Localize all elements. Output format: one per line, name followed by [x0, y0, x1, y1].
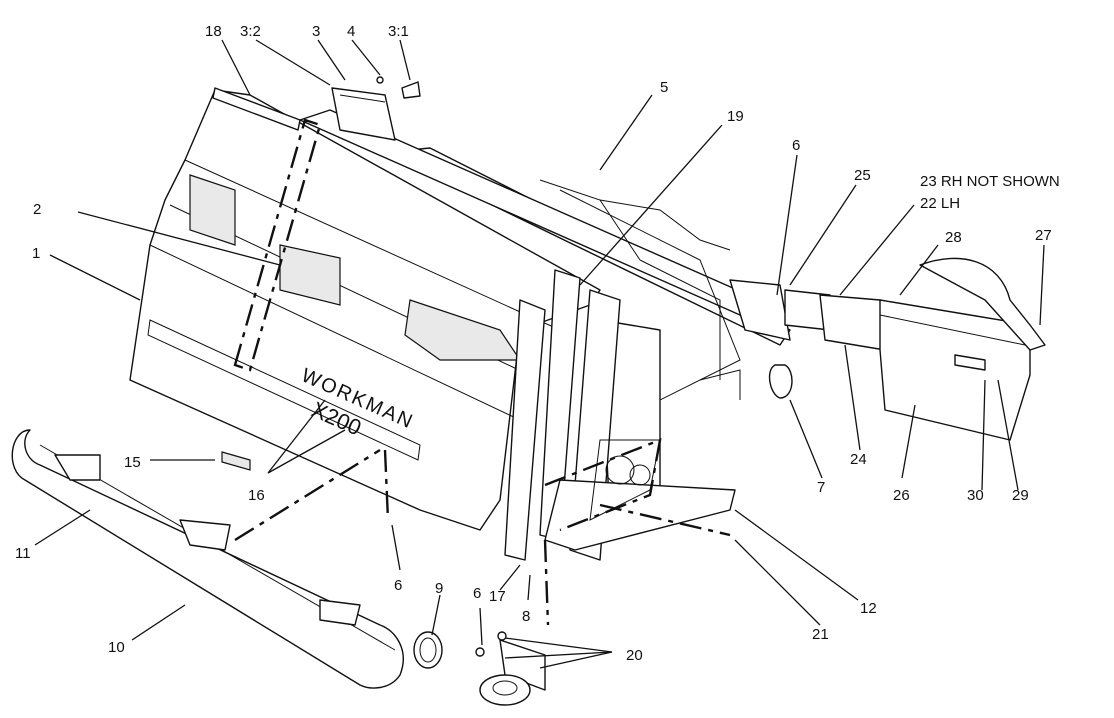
label-3-1: 3:1 — [388, 23, 409, 40]
label-17: 17 — [489, 588, 506, 605]
label-9: 9 — [435, 580, 443, 597]
alignment-dashed-line-bumper — [234, 448, 381, 542]
label-7: 7 — [817, 479, 825, 496]
bumper — [11, 429, 404, 689]
label-30: 30 — [967, 487, 984, 504]
label-11: 11 — [15, 545, 31, 562]
label-1: 1 — [32, 245, 40, 262]
label-6-bumper: 6 — [394, 577, 402, 594]
alignment-dashed-line-6 — [383, 449, 390, 521]
alignment-dashed-line-12 — [599, 503, 731, 537]
label-16: 16 — [248, 487, 265, 504]
fender-part — [879, 257, 1046, 441]
label-24: 24 — [850, 451, 867, 468]
label-23: 23 RH NOT SHOWN — [920, 173, 1060, 190]
label-20: 20 — [626, 647, 643, 664]
label-3-2: 3:2 — [240, 23, 261, 40]
label-4: 4 — [347, 23, 355, 40]
label-10: 10 — [108, 639, 125, 656]
label-19: 19 — [727, 108, 744, 125]
label-21: 21 — [812, 626, 829, 643]
label-25: 25 — [854, 167, 871, 184]
label-28: 28 — [945, 229, 962, 246]
label-29: 29 — [1012, 487, 1029, 504]
plug-part — [413, 631, 443, 669]
label-22: 22 LH — [920, 195, 960, 212]
label-27: 27 — [1035, 227, 1052, 244]
alignment-dashed-box — [544, 438, 662, 532]
alignment-dashed-strip — [233, 118, 322, 372]
label-6-horn: 6 — [473, 585, 481, 602]
label-26: 26 — [893, 487, 910, 504]
label-18: 18 — [205, 23, 222, 40]
leader-lines — [34, 39, 1045, 669]
label-5: 5 — [660, 79, 668, 96]
right-brackets — [729, 279, 886, 399]
label-8: 8 — [522, 608, 530, 625]
callout-labels: 18 3:2 3 4 3:1 5 19 2 1 6 25 23 RH NOT S… — [15, 23, 1060, 664]
label-3: 3 — [312, 23, 320, 40]
label-2: 2 — [33, 201, 41, 218]
label-15: 15 — [124, 454, 141, 471]
hood-panel: WORKMAN X200 — [129, 89, 601, 531]
horn-part — [475, 631, 546, 706]
decal-15 — [221, 451, 251, 471]
top-trim-and-light — [212, 76, 421, 141]
alignment-dashed-line-horn — [543, 539, 550, 626]
label-6-top: 6 — [792, 137, 800, 154]
label-12: 12 — [860, 600, 877, 617]
